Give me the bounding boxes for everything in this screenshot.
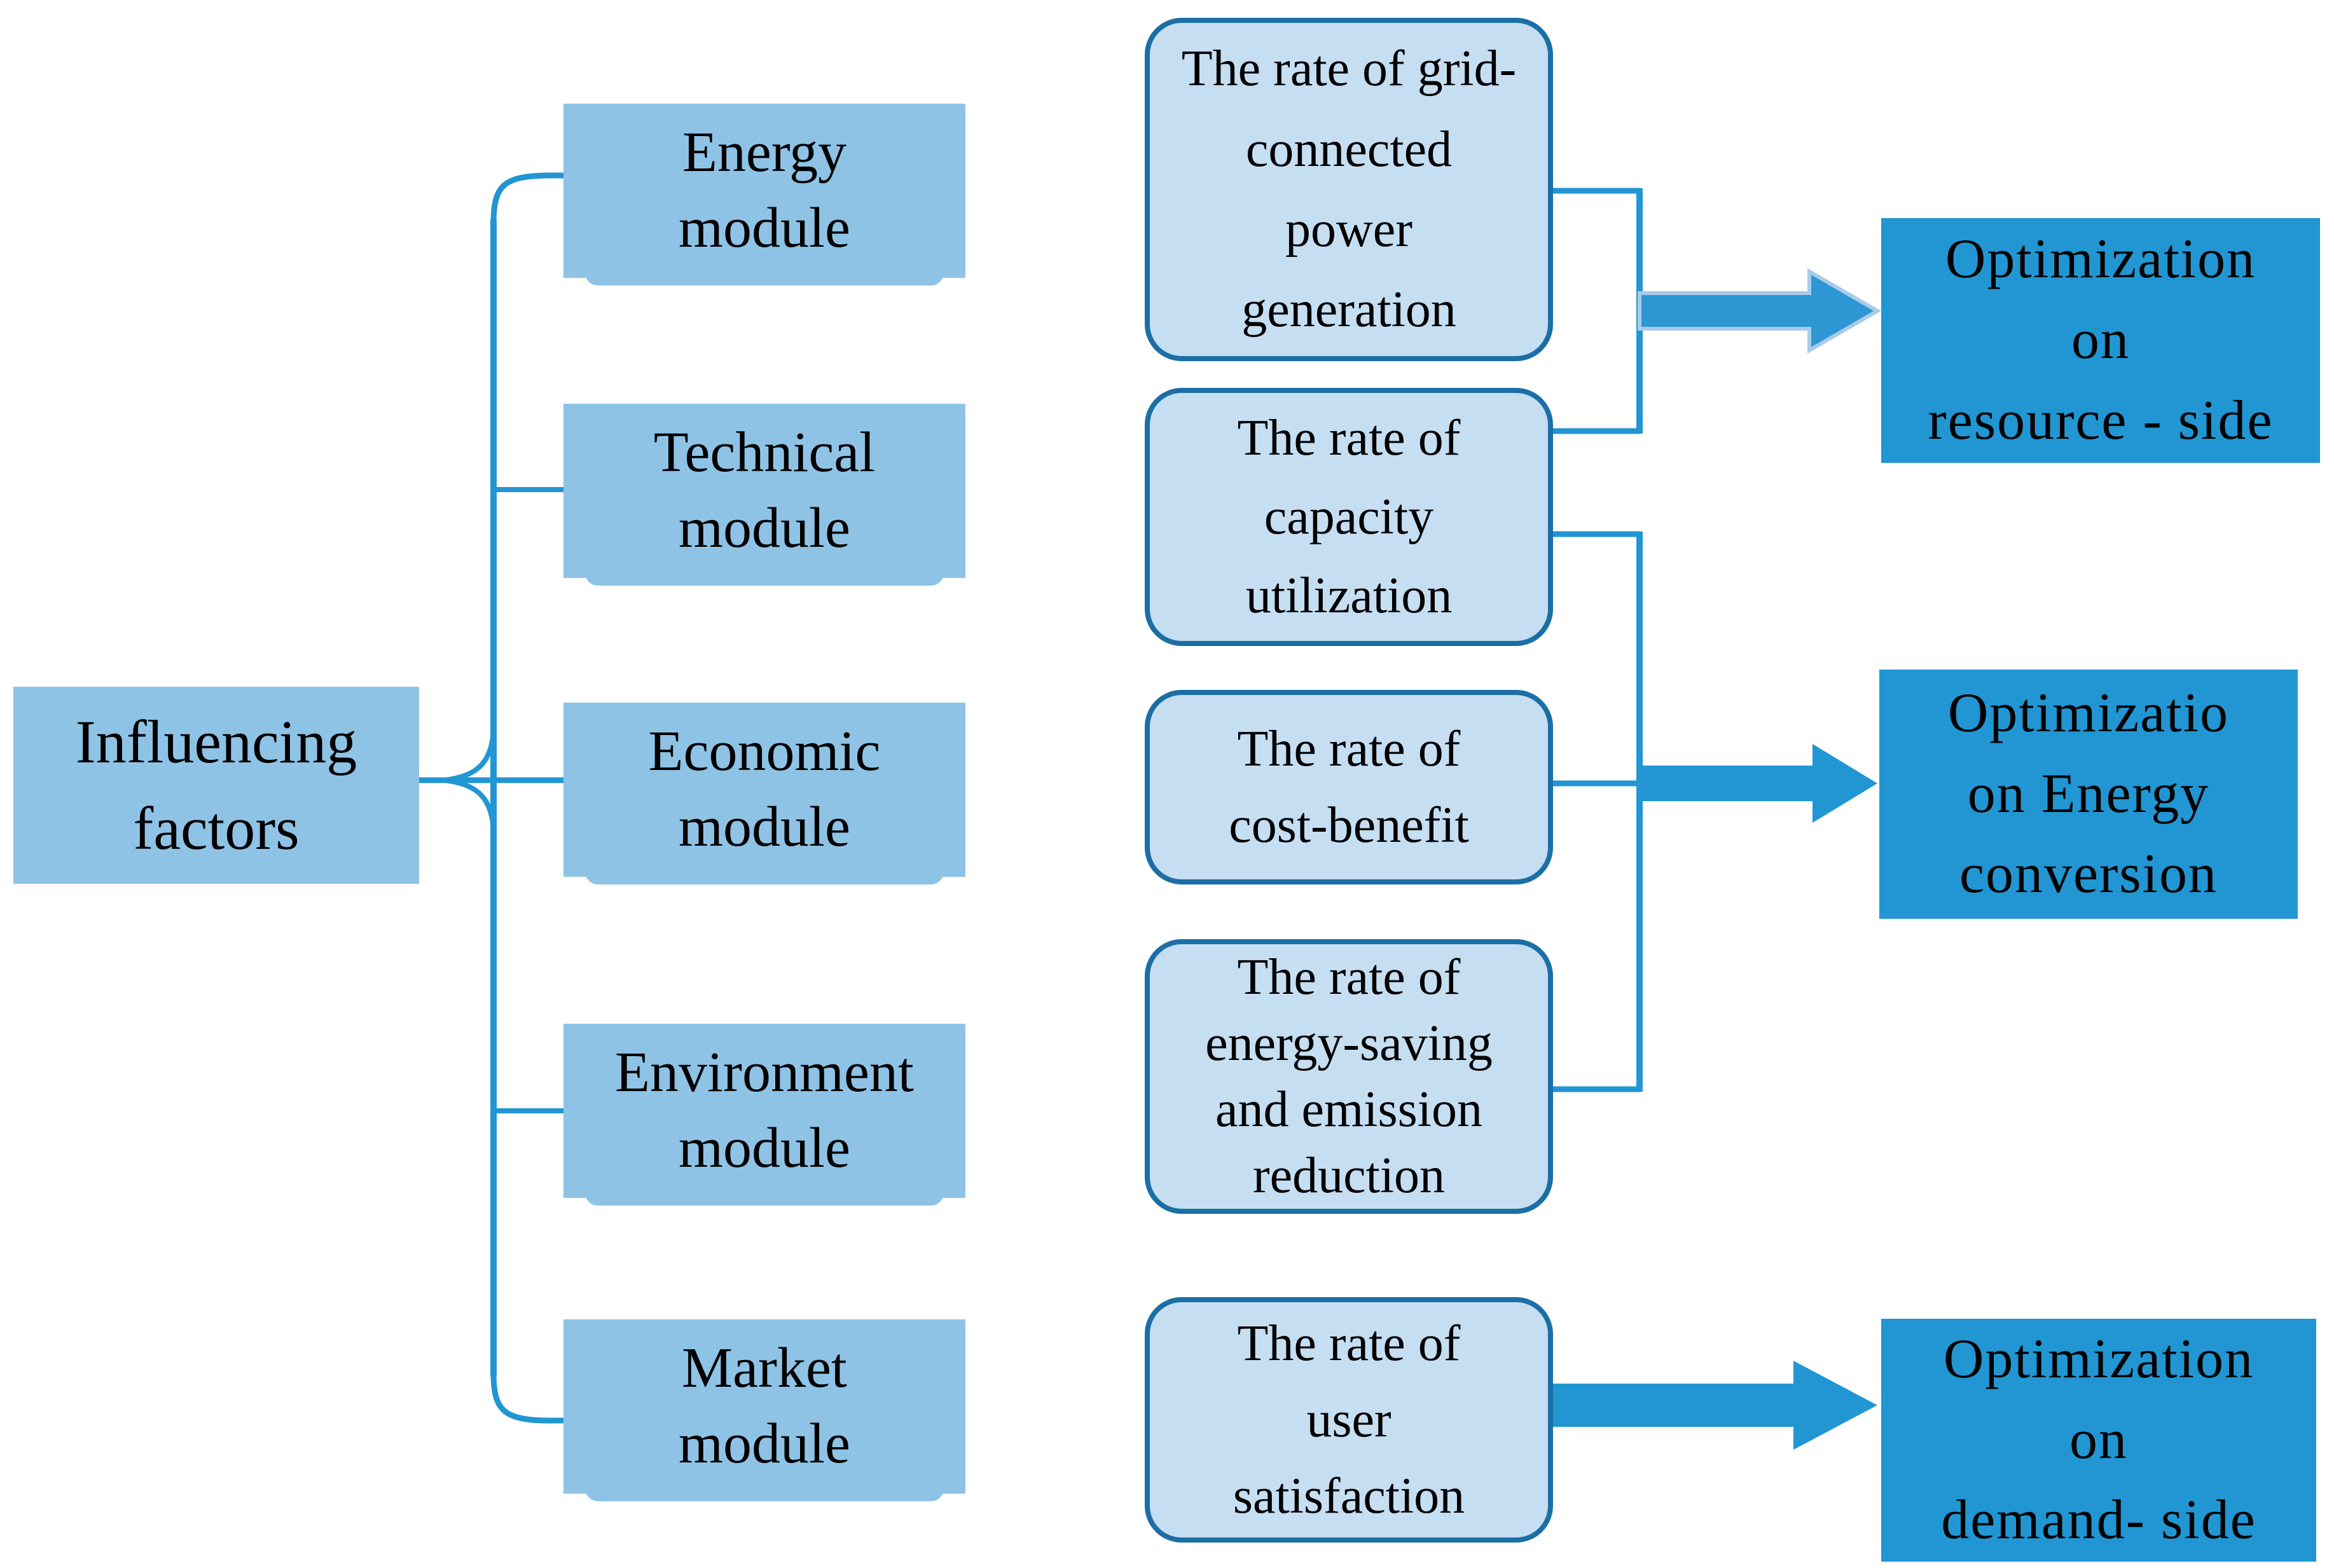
rate-box-capacity-utilization: The rate of capacity utilization	[1145, 388, 1553, 646]
output-box-demand-side: Optimization on demand- side	[1881, 1319, 2316, 1562]
bracket-junction-curl-top	[443, 729, 496, 783]
module-box-environment: Environment module	[563, 1024, 965, 1206]
output-box-resource-side: Optimization on resource - side	[1881, 218, 2320, 463]
demand-arrow	[1553, 1361, 1877, 1450]
rate-user-satisfaction-label: The rate of user satisfaction	[1233, 1316, 1465, 1524]
output-box-energy-conversion: Optimizatio on Energy conversion	[1879, 670, 2298, 919]
module-technical-label: Technical module	[653, 421, 876, 560]
module-box-energy: Energy module	[563, 104, 965, 285]
output-resource-side-label: Optimization on resource - side	[1928, 228, 2274, 451]
bracket-junction-curl-bottom	[443, 778, 496, 831]
resource-arrow	[1638, 268, 1881, 354]
rate-energy-saving-label: The rate of energy-saving and emission r…	[1205, 949, 1493, 1204]
module-market-label: Market module	[679, 1337, 850, 1475]
output-demand-side-label: Optimization on demand- side	[1941, 1328, 2256, 1551]
module-economic-label: Economic module	[648, 720, 881, 858]
conversion-arrow	[1640, 744, 1877, 823]
module-box-economic: Economic module	[563, 703, 965, 884]
rate-capacity-utilization-label: The rate of capacity utilization	[1237, 410, 1461, 624]
output-energy-conversion-label: Optimizatio on Energy conversion	[1947, 682, 2230, 905]
influencing-factors-label: Influencing factors	[75, 707, 357, 862]
rate-grid-connected-label: The rate of grid- connected power genera…	[1181, 41, 1517, 338]
module-energy-label: Energy module	[679, 121, 850, 259]
rate-box-user-satisfaction: The rate of user satisfaction	[1145, 1297, 1553, 1543]
influencing-factors-box: Influencing factors	[13, 687, 419, 884]
rate-box-energy-saving: The rate of energy-saving and emission r…	[1145, 939, 1553, 1214]
bracket-top-hook	[490, 172, 564, 224]
rate-box-grid-connected: The rate of grid- connected power genera…	[1145, 18, 1553, 361]
rate-box-cost-benefit: The rate of cost-benefit	[1145, 690, 1553, 884]
module-box-technical: Technical module	[563, 404, 965, 586]
module-box-market: Market module	[563, 1319, 965, 1501]
module-environment-label: Environment module	[615, 1041, 914, 1179]
rate-cost-benefit-label: The rate of cost-benefit	[1229, 721, 1469, 853]
bracket-bottom-hook	[490, 1372, 564, 1424]
